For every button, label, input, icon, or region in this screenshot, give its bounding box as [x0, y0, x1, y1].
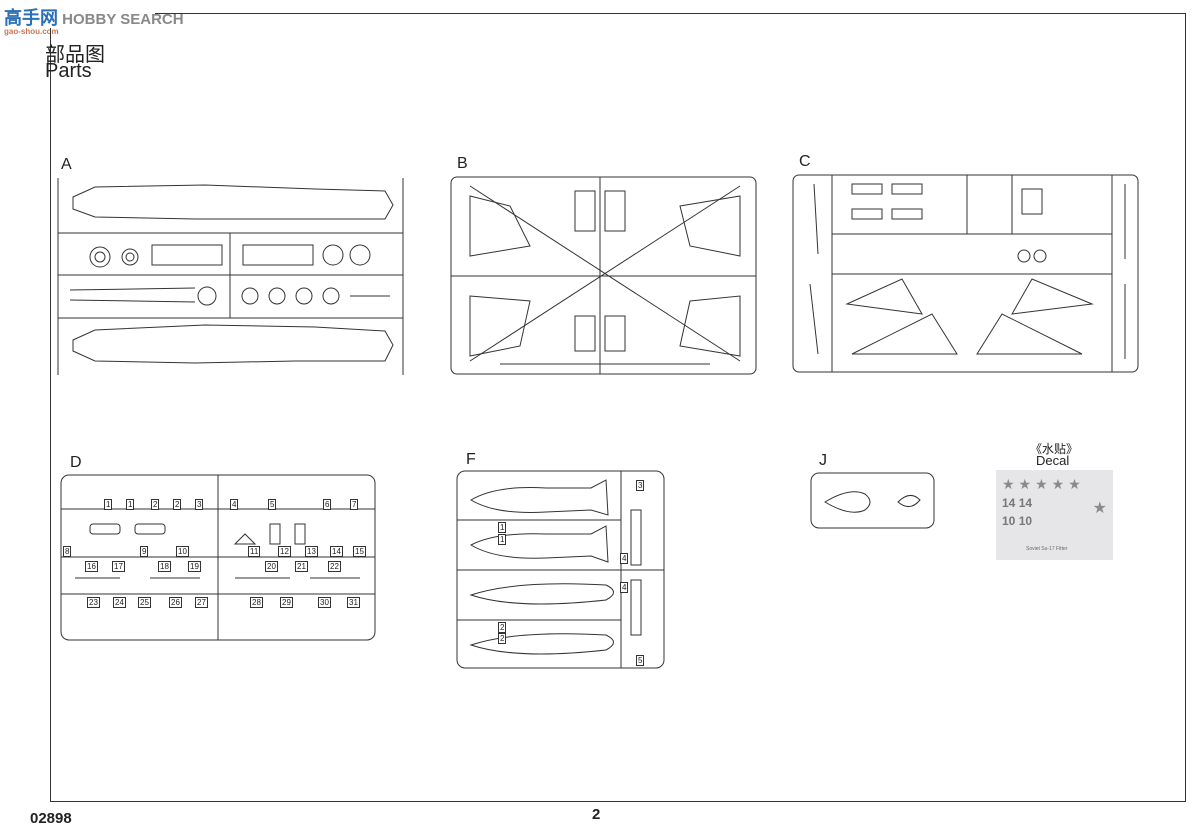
- watermark-logo-text: 高手网: [4, 8, 58, 28]
- watermark-brand: HOBBY SEARCH: [62, 11, 184, 28]
- part-number-tag: 1: [498, 534, 507, 545]
- part-number-tag: 3: [636, 480, 645, 491]
- part-number-tag: 1: [104, 499, 113, 510]
- sprue-c: [792, 174, 1139, 373]
- fuselage-half-part: [72, 184, 394, 220]
- sprue-j: [810, 472, 935, 529]
- sprue-f: [456, 470, 665, 669]
- part-number-tag: 27: [195, 597, 208, 608]
- part-number-tag: 7: [350, 499, 359, 510]
- page-number: 2: [592, 806, 601, 823]
- decal-label: Decal: [1036, 453, 1070, 468]
- part-number-tag: 8: [63, 546, 72, 557]
- part-number-tag: 4: [230, 499, 239, 510]
- frame-left: [50, 28, 51, 801]
- part-number-tag: 28: [250, 597, 263, 608]
- part-number-tag: 3: [195, 499, 204, 510]
- decal-label-cn: 《水贴》: [1030, 442, 1079, 456]
- decal-marking: 10: [1018, 514, 1033, 528]
- sprue-label-f: F: [466, 451, 476, 468]
- part-number-tag: 5: [268, 499, 277, 510]
- part-number-tag: 5: [636, 655, 645, 666]
- part-number-tag: 10: [176, 546, 189, 557]
- part-number-tag: 4: [620, 553, 629, 564]
- part-number-tag: 14: [330, 546, 343, 557]
- decal-marking: 14: [1002, 496, 1016, 510]
- part-number-tag: 2: [498, 622, 507, 633]
- kit-number: 02898: [30, 810, 72, 827]
- part-number-tag: 1: [498, 522, 507, 533]
- sprue-label-c: C: [799, 153, 811, 170]
- part-number-tag: 6: [323, 499, 332, 510]
- part-number-tag: 20: [265, 561, 278, 572]
- frame-top: [155, 13, 1186, 14]
- part-number-tag: 2: [151, 499, 160, 510]
- sprue-label-d: D: [70, 454, 82, 471]
- fuselage-half-part: [72, 324, 394, 364]
- frame-bottom: [50, 801, 1186, 802]
- part-number-tag: 31: [347, 597, 360, 608]
- decal-caption: Soviet Su-17 Fitter: [1026, 546, 1068, 552]
- decal-star-icon: ★: [1092, 500, 1107, 517]
- watermark-logo: 高手网 HOBBY SEARCH gao-shou.com: [4, 4, 184, 36]
- part-number-tag: 17: [112, 561, 125, 572]
- sprue-d: [60, 474, 376, 641]
- sprue-label-a: A: [61, 156, 72, 173]
- frame-right: [1185, 13, 1186, 801]
- part-number-tag: 29: [280, 597, 293, 608]
- part-number-tag: 21: [295, 561, 308, 572]
- decal-stars-icon: ★★★★★: [1002, 476, 1085, 492]
- part-number-tag: 2: [498, 633, 507, 644]
- sprue-label-j: J: [819, 452, 827, 469]
- part-number-tag: 18: [158, 561, 171, 572]
- page-title: Parts: [45, 60, 92, 82]
- part-number-tag: 2: [173, 499, 182, 510]
- watermark-url: gao-shou.com: [4, 27, 59, 36]
- decal-marking: 10: [1002, 514, 1016, 528]
- part-number-tag: 13: [305, 546, 318, 557]
- part-number-tag: 30: [318, 597, 331, 608]
- part-number-tag: 1: [126, 499, 135, 510]
- part-number-tag: 25: [138, 597, 151, 608]
- part-number-tag: 12: [278, 546, 291, 557]
- decal-sheet: ★★★★★ 14 14 10 10 ★ Soviet Su-17 Fitter: [996, 470, 1113, 560]
- part-number-tag: 16: [85, 561, 98, 572]
- part-number-tag: 23: [87, 597, 100, 608]
- sprue-label-b: B: [457, 155, 468, 172]
- decal-marking: 14: [1018, 496, 1033, 510]
- part-number-tag: 24: [113, 597, 126, 608]
- sprue-a: [57, 178, 404, 375]
- part-number-tag: 15: [353, 546, 366, 557]
- canopy-part: [824, 491, 871, 513]
- sprue-b: [450, 176, 757, 375]
- part-number-tag: 4: [620, 582, 629, 593]
- part-number-tag: 11: [248, 546, 261, 557]
- part-number-tag: 19: [188, 561, 201, 572]
- part-number-tag: 9: [140, 546, 149, 557]
- page-title-cn: 部品图: [45, 44, 105, 66]
- part-number-tag: 22: [328, 561, 341, 572]
- part-number-tag: 26: [169, 597, 182, 608]
